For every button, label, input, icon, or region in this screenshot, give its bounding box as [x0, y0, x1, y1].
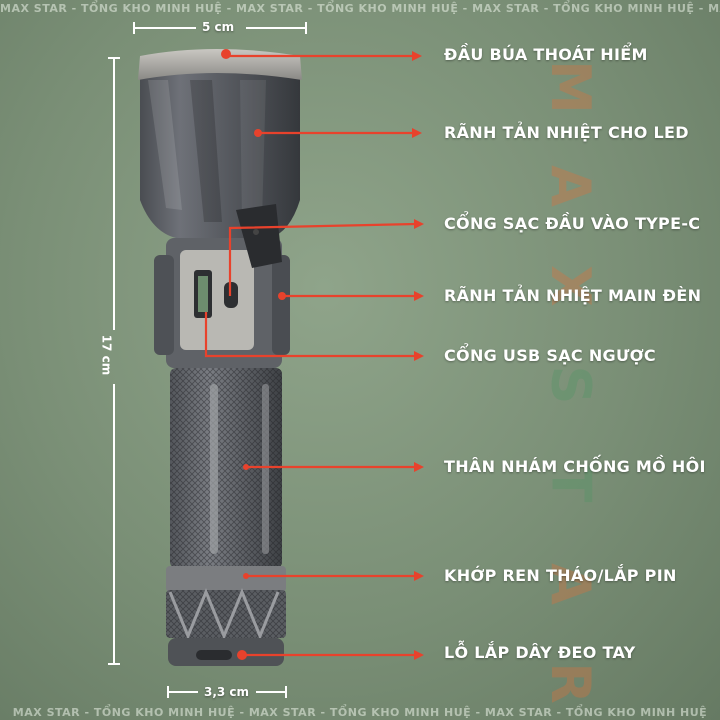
dimension-tail-width: 3,3 cm: [204, 685, 250, 699]
watermark-bottom: MAX STAR - TỔNG KHO MINH HUỆ - MAX STAR …: [12, 706, 708, 719]
label-type-c-port: CỔNG SẠC ĐẦU VÀO TYPE-C: [444, 214, 701, 233]
label-battery-thread: KHỚP REN THÁO/LẮP PIN: [444, 566, 677, 585]
label-usb-output-port: CỔNG USB SẠC NGƯỢC: [444, 346, 656, 365]
flashlight-tail: [166, 566, 286, 666]
dimension-lines: [108, 22, 307, 698]
callout-line-type-c: [228, 222, 417, 296]
watermark-top: MAX STAR - TỔNG KHO MINH HUỆ - MAX STAR …: [0, 2, 720, 15]
flashlight-head: [138, 49, 302, 238]
label-led-heat-sink: RÃNH TẢN NHIỆT CHO LED: [444, 123, 689, 142]
flashlight-charging-section: [154, 204, 290, 368]
dimension-head-width: 5 cm: [202, 20, 235, 34]
callout-arrowheads: [412, 51, 424, 660]
port-cover: [236, 204, 282, 268]
label-anti-sweat-body: THÂN NHÁM CHỐNG MỒ HÔI: [444, 457, 706, 476]
label-main-heat-sink: RÃNH TẢN NHIỆT MAIN ĐÈN: [444, 286, 702, 305]
dimension-height: 17 cm: [99, 334, 114, 376]
lanyard-hole: [196, 650, 232, 660]
callout-lines: [204, 54, 417, 657]
callout-dots: [243, 129, 286, 579]
label-escape-hammer: ĐẦU BÚA THOÁT HIỂM: [444, 45, 648, 64]
callout-dot: [221, 49, 231, 59]
flashlight-body: [170, 368, 282, 568]
label-lanyard-hole: LỖ LẮP DÂY ĐEO TAY: [444, 643, 636, 662]
callout-line-usb: [204, 312, 416, 358]
